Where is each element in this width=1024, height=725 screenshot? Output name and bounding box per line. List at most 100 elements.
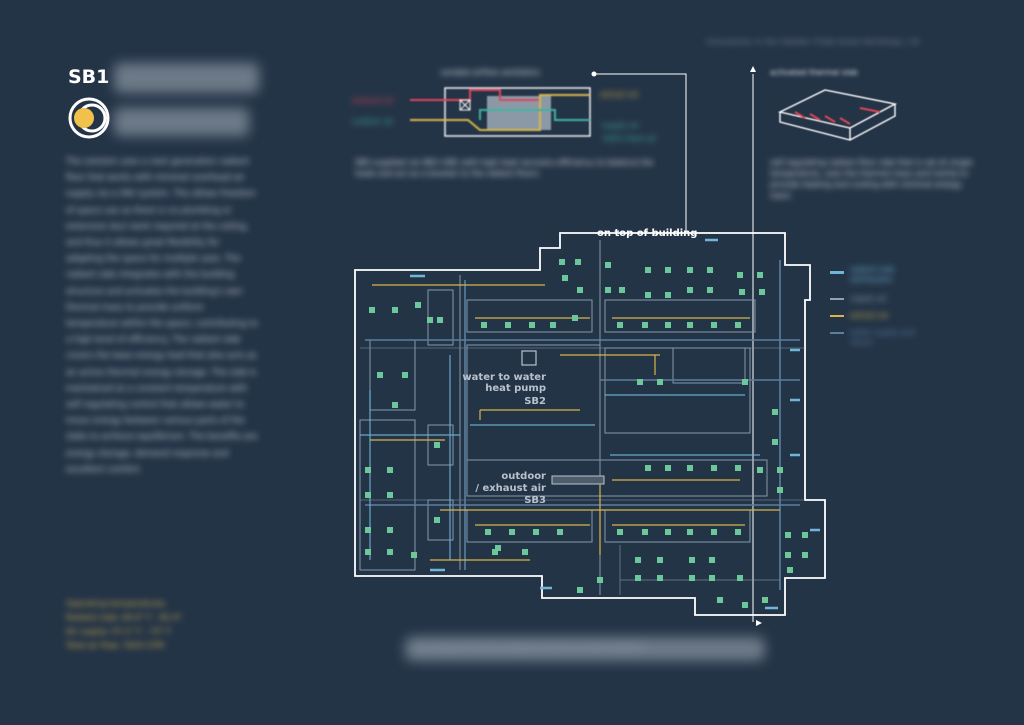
diffuser-node (759, 289, 765, 295)
diffuser-node (777, 467, 783, 473)
legend-supply: supply air (850, 294, 887, 303)
diffuser-node (415, 302, 421, 308)
diffuser-node (735, 465, 741, 471)
diffuser-node (757, 467, 763, 473)
thermal-slab-sketch (777, 89, 898, 141)
diffuser-node (802, 532, 808, 538)
extract-air-label: extract air (600, 90, 639, 99)
diffuser-node (411, 552, 417, 558)
heat-pump-code: SB2 (524, 396, 546, 407)
operating-radiant: Radiant slab: 64.4° F - 82.4° (66, 612, 183, 622)
diffuser-node (617, 529, 623, 535)
legend-extract: extract air (850, 311, 889, 320)
diffuser-node (495, 545, 501, 551)
thermal-slab-description: self regulating radiant floor slab that … (770, 158, 973, 200)
diffuser-node (557, 529, 563, 535)
legend-radiant: radiant slab distribution (850, 265, 895, 284)
diffuser-node (711, 465, 717, 471)
legend-swatch-extract (830, 315, 844, 317)
diffuser-node (492, 549, 498, 555)
diffuser-node (707, 267, 713, 273)
page-number: 16 (909, 38, 920, 46)
operating-air-flow: Total air flow: 7620 CFM (66, 640, 164, 650)
diffuser-node (665, 529, 671, 535)
diffuser-node (737, 272, 743, 278)
diffuser-node (635, 557, 641, 563)
diffuser-node (711, 322, 717, 328)
diffuser-node (665, 267, 671, 273)
legend-water: water supply and return (850, 328, 915, 347)
supply-air-label: supply air (602, 121, 639, 130)
legend-swatch-radiant (830, 271, 844, 274)
diffuser-node (689, 575, 695, 581)
building-outline (354, 232, 826, 616)
on-top-of-building-label: on top of building (597, 228, 697, 239)
diffuser-node (365, 527, 371, 533)
interior-walls (359, 240, 805, 595)
diffuser-node (605, 262, 611, 268)
diffuser-node (377, 372, 383, 378)
diffuser-node (637, 379, 643, 385)
running-header-text: Innovations in the Sweden Trade Green Bu… (706, 38, 902, 46)
diffuser-node (777, 487, 783, 493)
ventilation-description: SB3 supplied via SB2+SB1 with high heat … (355, 158, 654, 178)
heat-pump-label-2: heat pump (485, 383, 546, 394)
diffuser-node (785, 552, 791, 558)
footer-caption-blurred: SOLARDECATHLON SWEDE TEAM IN HOME ENERGY (405, 637, 765, 661)
diffuser-node (392, 307, 398, 313)
diffuser-node (559, 259, 565, 265)
operating-specs: Operating temperatures Radiant slab: 64.… (66, 596, 182, 652)
diffuser-node (657, 379, 663, 385)
ventilation-title: variable airflow ventilation (440, 68, 541, 77)
diffuser-node (575, 259, 581, 265)
diffuser-node (619, 287, 625, 293)
diffuser-node (709, 557, 715, 563)
diffuser-node (577, 287, 583, 293)
diffuser-node (522, 549, 528, 555)
diffuser-node (742, 602, 748, 608)
outdoor-air-label: outdoor air (352, 117, 394, 126)
diffuser-node (550, 322, 556, 328)
ventilation-unit-sketch (410, 87, 591, 137)
diffuser-node (739, 289, 745, 295)
diffuser-node (617, 322, 623, 328)
diffuser-node (665, 465, 671, 471)
diffuser-node (802, 552, 808, 558)
diffuser-node (665, 322, 671, 328)
description-paragraph: The solution uses a next generation radi… (66, 153, 258, 477)
diffuser-node (665, 292, 671, 298)
diffuser-node (657, 557, 663, 563)
operating-title: Operating temperatures (66, 598, 166, 608)
diffuser-node (369, 307, 375, 313)
diffuser-node (645, 267, 651, 273)
diffuser-node (387, 467, 393, 473)
diffuser-node (387, 527, 393, 533)
callout-lines (591, 66, 762, 626)
diffuser-node (735, 529, 741, 535)
diffuser-node (529, 322, 535, 328)
diffuser-node (437, 317, 443, 323)
diffuser-node (635, 575, 641, 581)
diffuser-node (687, 267, 693, 273)
diffuser-node (645, 292, 651, 298)
operating-air-supply: Air supply: 57.2° F - 73° F (66, 626, 172, 636)
diffuser-node (572, 315, 578, 321)
diffuser-node (707, 287, 713, 293)
footer-text: SOLARDECATHLON SWEDE TEAM IN HOME ENERGY (415, 643, 646, 653)
diffuser-node (605, 287, 611, 293)
description-text: The solution uses a next generation radi… (66, 156, 258, 474)
diffuser-node (642, 529, 648, 535)
diffuser-node (735, 322, 741, 328)
outdoor-air-label-2: / exhaust air (475, 483, 546, 494)
diffuser-node (689, 557, 695, 563)
outdoor-air-label-1: outdoor (501, 471, 546, 482)
diffuser-node (709, 575, 715, 581)
exhaust-air-label: exhaust air (352, 96, 395, 105)
diffuser-node (485, 529, 491, 535)
thermal-slab-title: activated thermal slab (770, 68, 858, 77)
diffuser-node (427, 317, 433, 323)
diffuser-node (365, 467, 371, 473)
diffuser-node (577, 587, 583, 593)
radiant-stubs (410, 238, 820, 610)
sb3-unit-box (551, 475, 605, 485)
